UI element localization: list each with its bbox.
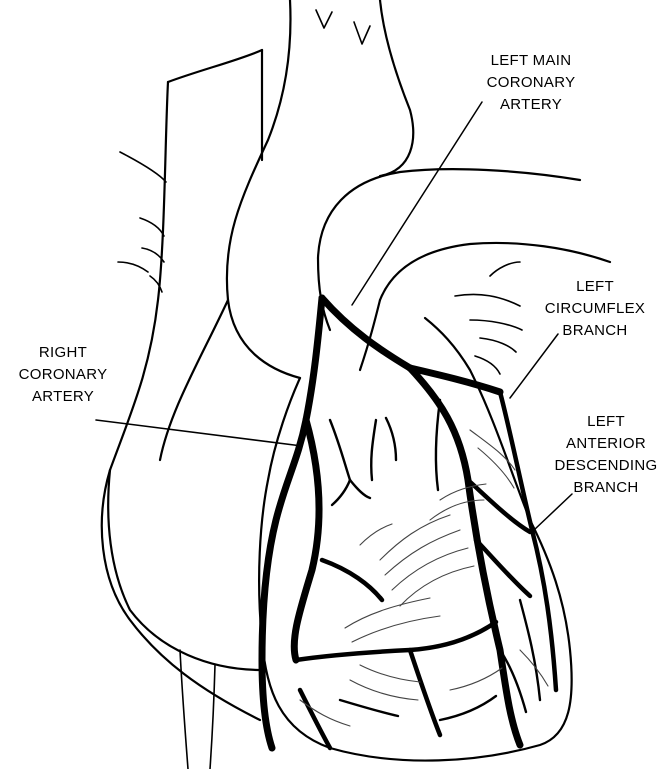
label-line: LEFT MAIN bbox=[466, 50, 596, 72]
label-left-main-coronary-artery: LEFT MAIN CORONARY ARTERY bbox=[466, 50, 596, 116]
label-line: DESCENDING bbox=[540, 455, 670, 477]
left-main-coronary-vessel bbox=[322, 298, 410, 368]
lower-marginal-2 bbox=[410, 650, 440, 735]
aorta-left-wall bbox=[227, 0, 300, 378]
label-line: LEFT bbox=[540, 276, 650, 298]
leader-right-coronary bbox=[96, 420, 302, 446]
right-ventricle-edge bbox=[108, 470, 262, 670]
aorta-right-wall bbox=[380, 0, 413, 176]
label-line: ANTERIOR bbox=[540, 433, 670, 455]
leader-left-circumflex bbox=[510, 334, 558, 398]
leader-left-anterior-descending bbox=[534, 494, 572, 530]
label-line: CORONARY bbox=[466, 72, 596, 94]
right-atrium-outline bbox=[168, 50, 262, 82]
label-line: ARTERY bbox=[466, 94, 596, 116]
left-anterior-descending-vessel bbox=[410, 368, 520, 745]
posterior-descending-vessel bbox=[296, 622, 496, 660]
label-line: BRANCH bbox=[540, 477, 670, 499]
aortic-arch bbox=[318, 169, 580, 258]
label-line: CIRCUMFLEX bbox=[540, 298, 650, 320]
label-right-coronary-artery: RIGHT CORONARY ARTERY bbox=[18, 342, 108, 408]
lower-marginal-1 bbox=[300, 690, 330, 748]
heart-outline bbox=[259, 318, 572, 761]
label-line: BRANCH bbox=[540, 320, 650, 342]
label-left-circumflex-branch: LEFT CIRCUMFLEX BRANCH bbox=[540, 276, 650, 342]
leader-left-main bbox=[352, 102, 482, 305]
acute-marginal bbox=[322, 560, 382, 600]
flow-arrow-marks bbox=[316, 10, 370, 44]
inferior-vena-cava-2 bbox=[210, 665, 215, 769]
superior-vena-cava bbox=[102, 82, 260, 720]
label-left-anterior-descending-branch: LEFT ANTERIOR DESCENDING BRANCH bbox=[540, 411, 670, 499]
label-line: ARTERY bbox=[18, 386, 108, 408]
label-line: RIGHT bbox=[18, 342, 108, 364]
label-line: LEFT bbox=[540, 411, 670, 433]
label-line: CORONARY bbox=[18, 364, 108, 386]
inferior-vena-cava bbox=[180, 650, 188, 769]
